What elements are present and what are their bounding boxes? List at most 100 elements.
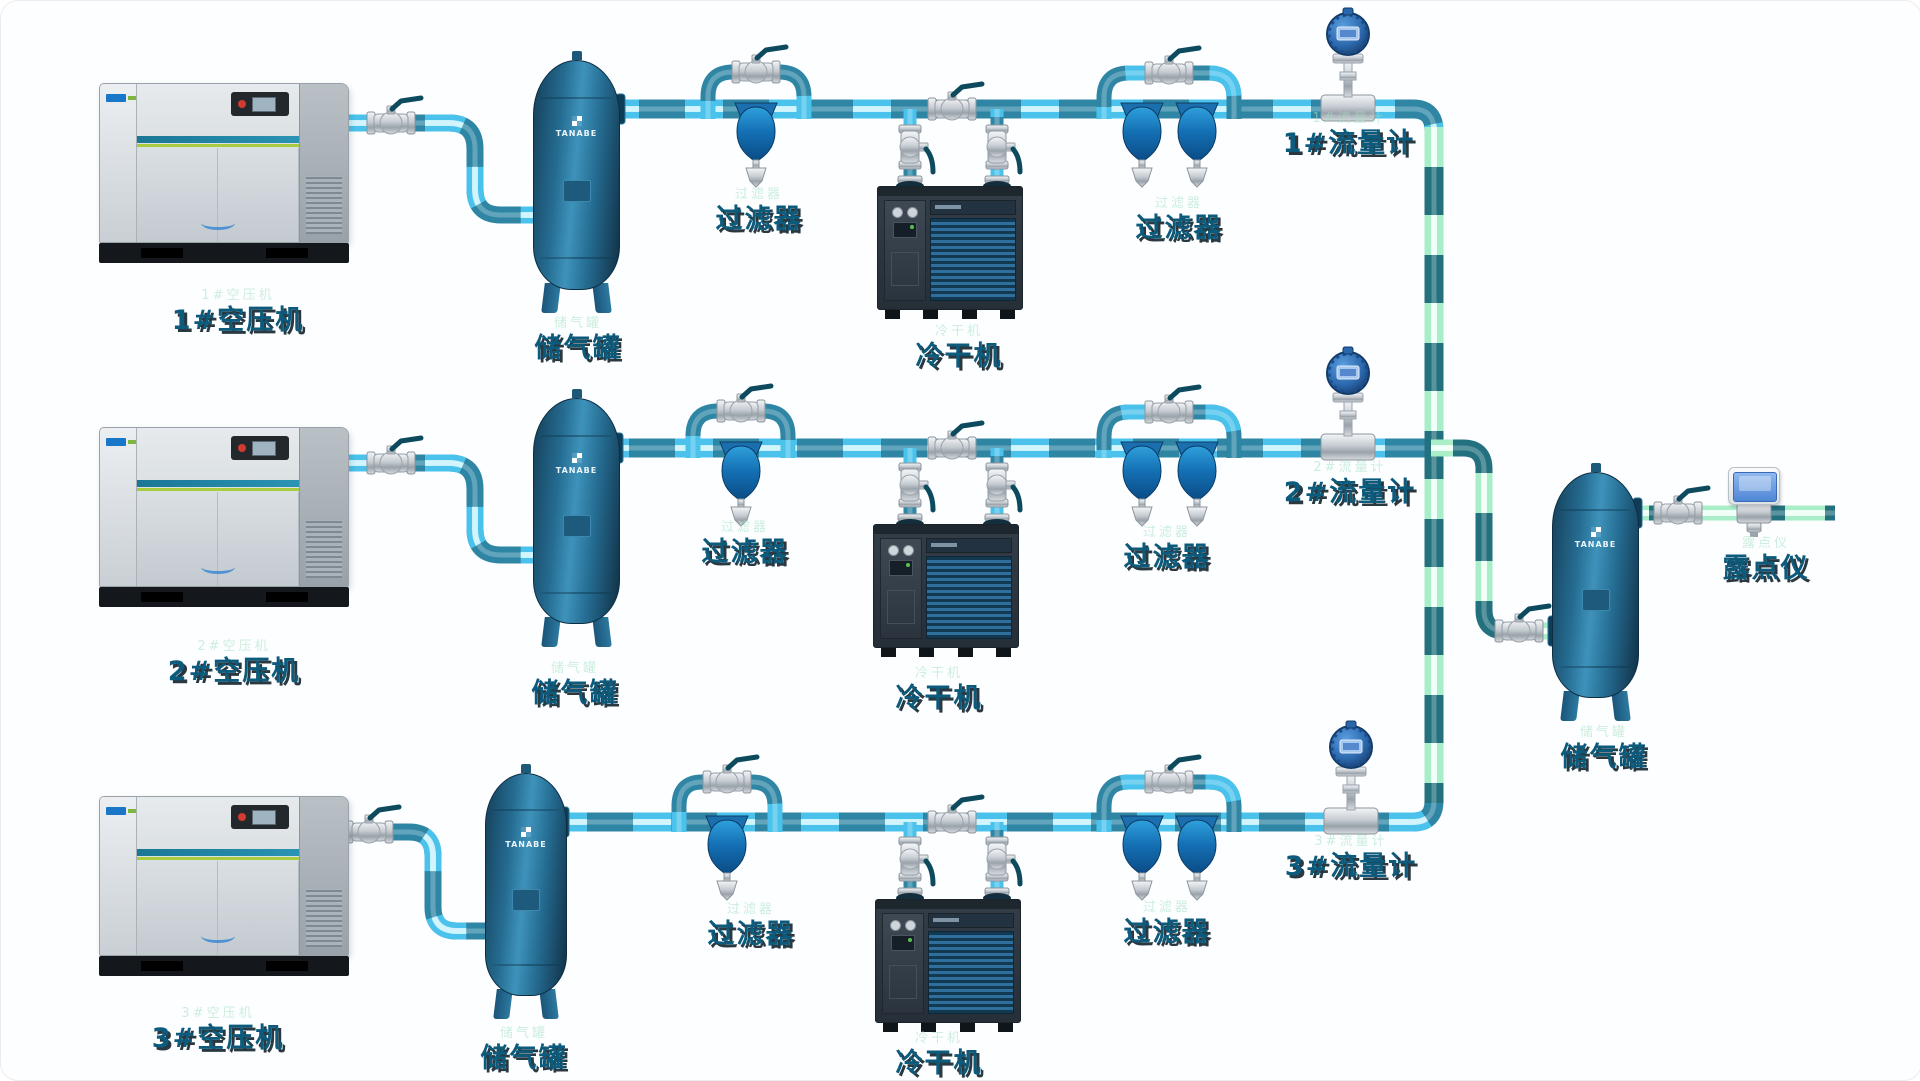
final-outlet-valve[interactable]: [1654, 488, 1708, 524]
display-icon: [252, 809, 276, 825]
dryer-1[interactable]: [877, 186, 1023, 319]
air-tank-3[interactable]: TANABE: [485, 764, 567, 1019]
flow-meter-3[interactable]: [1322, 719, 1380, 836]
dryer-control-panel: [882, 913, 924, 1014]
line-1-filter-pair-a[interactable]: [1120, 102, 1164, 188]
weld-seam: [491, 964, 561, 967]
brand-logo-icon: [106, 438, 136, 446]
dryer-display-icon: [889, 560, 913, 576]
dryer-feet: [873, 648, 1019, 657]
line-1-compressor-outlet-pipe: [341, 123, 541, 215]
weld-seam: [539, 257, 614, 260]
dryer-display-icon: [893, 222, 917, 238]
decorative-stripe: [137, 488, 299, 491]
dryer-access-door: [887, 590, 915, 624]
line-3-bypass-valve[interactable]: [703, 757, 757, 793]
emergency-stop-icon: [238, 100, 246, 108]
decorative-stripe: [137, 857, 299, 860]
tank-brand-text: TANABE: [505, 840, 547, 850]
final-tank-inlet-pipe: [1431, 448, 1551, 631]
weld-seam: [539, 97, 614, 100]
dryer-2[interactable]: [873, 524, 1019, 657]
tank-brand: TANABE: [1553, 526, 1638, 549]
dryer-3[interactable]: [875, 899, 1021, 1032]
flow-meter-1[interactable]: [1319, 6, 1377, 123]
line-2-filter-pair-bypass-valve[interactable]: [1145, 387, 1199, 423]
line-1-main-valve[interactable]: [928, 84, 982, 120]
line-2-filter-pair-a[interactable]: [1120, 441, 1164, 527]
line-3-filter-pair-b[interactable]: [1175, 815, 1219, 901]
line-1-bypass-valve[interactable]: [732, 47, 786, 83]
compressor-2[interactable]: [99, 427, 349, 607]
line-2-compressor-valve[interactable]: [367, 438, 421, 474]
line-3-dryer-outlet-valve[interactable]: [986, 837, 1020, 884]
pressure-gauges-icon: [892, 207, 918, 218]
dryer-cabinet: [877, 186, 1023, 310]
line-1-filter-pair-b[interactable]: [1175, 102, 1219, 188]
line-3-filter-pair-bypass-valve[interactable]: [1145, 757, 1199, 793]
line-2-dryer-inlet-valve[interactable]: [899, 463, 933, 510]
line-3-filter[interactable]: [705, 815, 749, 901]
line-2-dryer-outlet-valve[interactable]: [986, 463, 1020, 510]
line-2-filter[interactable]: [719, 441, 763, 527]
dryer-feet: [875, 1023, 1021, 1032]
flow-meter-2[interactable]: [1319, 345, 1377, 462]
line-2-main-valve[interactable]: [928, 423, 982, 459]
line-3-filter-pair-a[interactable]: [1120, 815, 1164, 901]
compressor-front: [137, 428, 299, 586]
brand-swirl-icon: [201, 929, 235, 943]
brand-logo-icon: [106, 94, 136, 102]
tank-brand: TANABE: [534, 115, 619, 138]
tank-nameplate: [512, 888, 540, 911]
final-air-tank[interactable]: TANABE: [1552, 463, 1639, 721]
compressor-1[interactable]: [99, 83, 349, 263]
dryer-brand-strip: [930, 200, 1016, 215]
dryer-grille-icon: [928, 931, 1014, 1014]
line-3-compressor-valve[interactable]: [345, 807, 399, 843]
compressor-control-panel[interactable]: [231, 92, 289, 116]
tank-nameplate: [1581, 589, 1610, 612]
compressor-doors: [137, 861, 299, 955]
compressor-3[interactable]: [99, 796, 349, 976]
tank-vent-icon: [571, 389, 582, 398]
weld-seam: [1558, 665, 1633, 668]
weld-seam: [539, 591, 614, 594]
compressor-2-cabinet: [99, 427, 349, 587]
line-1-filter-pair-bypass-valve[interactable]: [1145, 48, 1199, 84]
dryer-cabinet: [873, 524, 1019, 648]
air-tank-1[interactable]: TANABE: [533, 51, 620, 313]
brand-logo-icon: [106, 807, 136, 815]
dew-point-meter[interactable]: [1728, 467, 1780, 505]
tank-vessel: TANABE: [533, 60, 620, 290]
tank-vessel: TANABE: [485, 773, 567, 996]
weld-seam: [539, 434, 614, 437]
final-tank-inlet-valve[interactable]: [1495, 606, 1549, 642]
line-1-dryer-outlet-valve[interactable]: [986, 125, 1020, 172]
brand-swirl-icon: [201, 560, 235, 574]
line-3-main-valve[interactable]: [928, 797, 982, 833]
dryer-cabinet: [875, 899, 1021, 1023]
tank-vent-icon: [1590, 463, 1601, 472]
line-1-dryer-inlet-valve[interactable]: [899, 125, 933, 172]
dryer-feet: [877, 310, 1023, 319]
dew-point-fitting: [1736, 502, 1772, 537]
air-tank-2[interactable]: TANABE: [533, 389, 620, 647]
brand-logo-icon: [1590, 526, 1601, 537]
tank-nameplate: [562, 179, 591, 202]
line-3-dryer-inlet-valve[interactable]: [899, 837, 933, 884]
line-3-compressor-outlet-pipe: [341, 832, 493, 931]
compressor-doors: [137, 492, 299, 586]
dryer-grille-icon: [926, 556, 1012, 639]
decorative-stripe: [137, 136, 299, 143]
brand-swirl-icon: [201, 216, 235, 230]
emergency-stop-icon: [238, 444, 246, 452]
dryer-control-panel: [884, 200, 926, 301]
line-2-filter-pair-b[interactable]: [1175, 441, 1219, 527]
compressor-control-panel[interactable]: [231, 436, 289, 460]
line-1-compressor-valve[interactable]: [367, 98, 421, 134]
compressor-control-panel[interactable]: [231, 805, 289, 829]
line-2-bypass-valve[interactable]: [717, 386, 771, 422]
brand-logo-icon: [521, 827, 531, 838]
line-1-filter[interactable]: [734, 102, 778, 188]
